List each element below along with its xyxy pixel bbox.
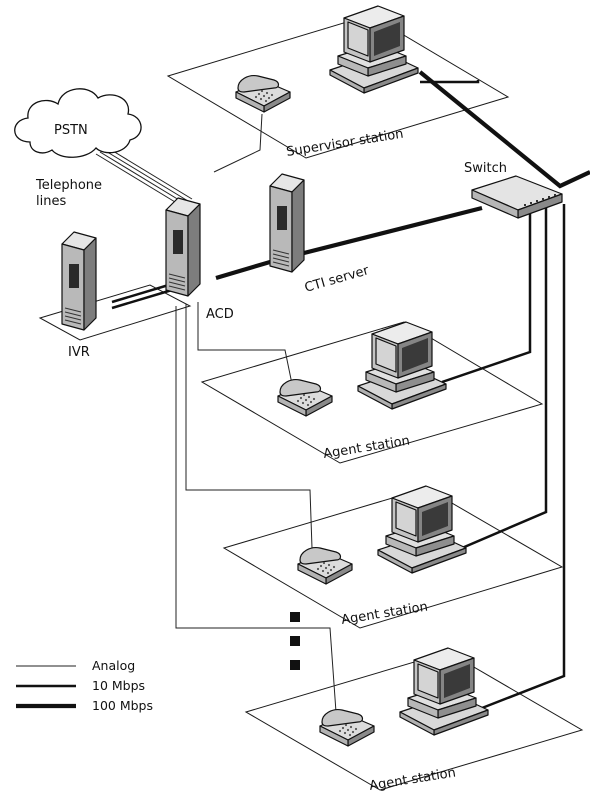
agent-computer-icon-2 <box>377 485 467 574</box>
agent-phone-icon-3 <box>319 709 375 747</box>
switch-label: Switch <box>464 161 507 176</box>
agent-station-label-1: Agent station <box>322 433 411 461</box>
agent-phone-icon-2 <box>297 547 353 585</box>
ivr-label: IVR <box>68 345 90 360</box>
ivr-floor <box>38 284 192 341</box>
cti-server-icon <box>269 173 305 273</box>
legend: Analog 10 Mbps 100 Mbps <box>16 658 153 713</box>
agent-floor-2 <box>222 487 564 629</box>
acd-server-icon <box>165 197 201 297</box>
legend-analog-label: Analog <box>92 658 135 673</box>
supervisor-computer-icon <box>329 5 419 94</box>
telephone-lines-label-2: lines <box>36 194 66 209</box>
pstn-cloud <box>14 88 142 158</box>
telephone-lines-label-1: Telephone <box>35 178 102 193</box>
more-stations-ellipsis <box>290 612 300 670</box>
supervisor-floor <box>166 14 510 159</box>
supervisor-phone-icon <box>235 75 291 113</box>
agent-station-label-3: Agent station <box>368 765 457 793</box>
agent-phone-icon-1 <box>277 379 333 417</box>
agent-floor-3 <box>244 651 584 791</box>
legend-10mbps-label: 10 Mbps <box>92 678 145 693</box>
agent-station-label-2: Agent station <box>340 599 429 627</box>
agent-computer-icon-3 <box>399 647 489 736</box>
supervisor-station-label: Supervisor station <box>285 127 404 160</box>
network-switch-icon <box>471 175 563 219</box>
legend-100mbps-label: 100 Mbps <box>92 698 153 713</box>
cti-server-label: CTI server <box>303 263 371 296</box>
acd-label: ACD <box>206 307 234 322</box>
ivr-server-icon <box>61 231 97 331</box>
agent-floor-1 <box>200 321 544 464</box>
analog-cables <box>95 113 337 713</box>
agent-computer-icon-1 <box>357 321 447 410</box>
pstn-label: PSTN <box>54 123 88 138</box>
10mbps-cables <box>111 80 566 710</box>
